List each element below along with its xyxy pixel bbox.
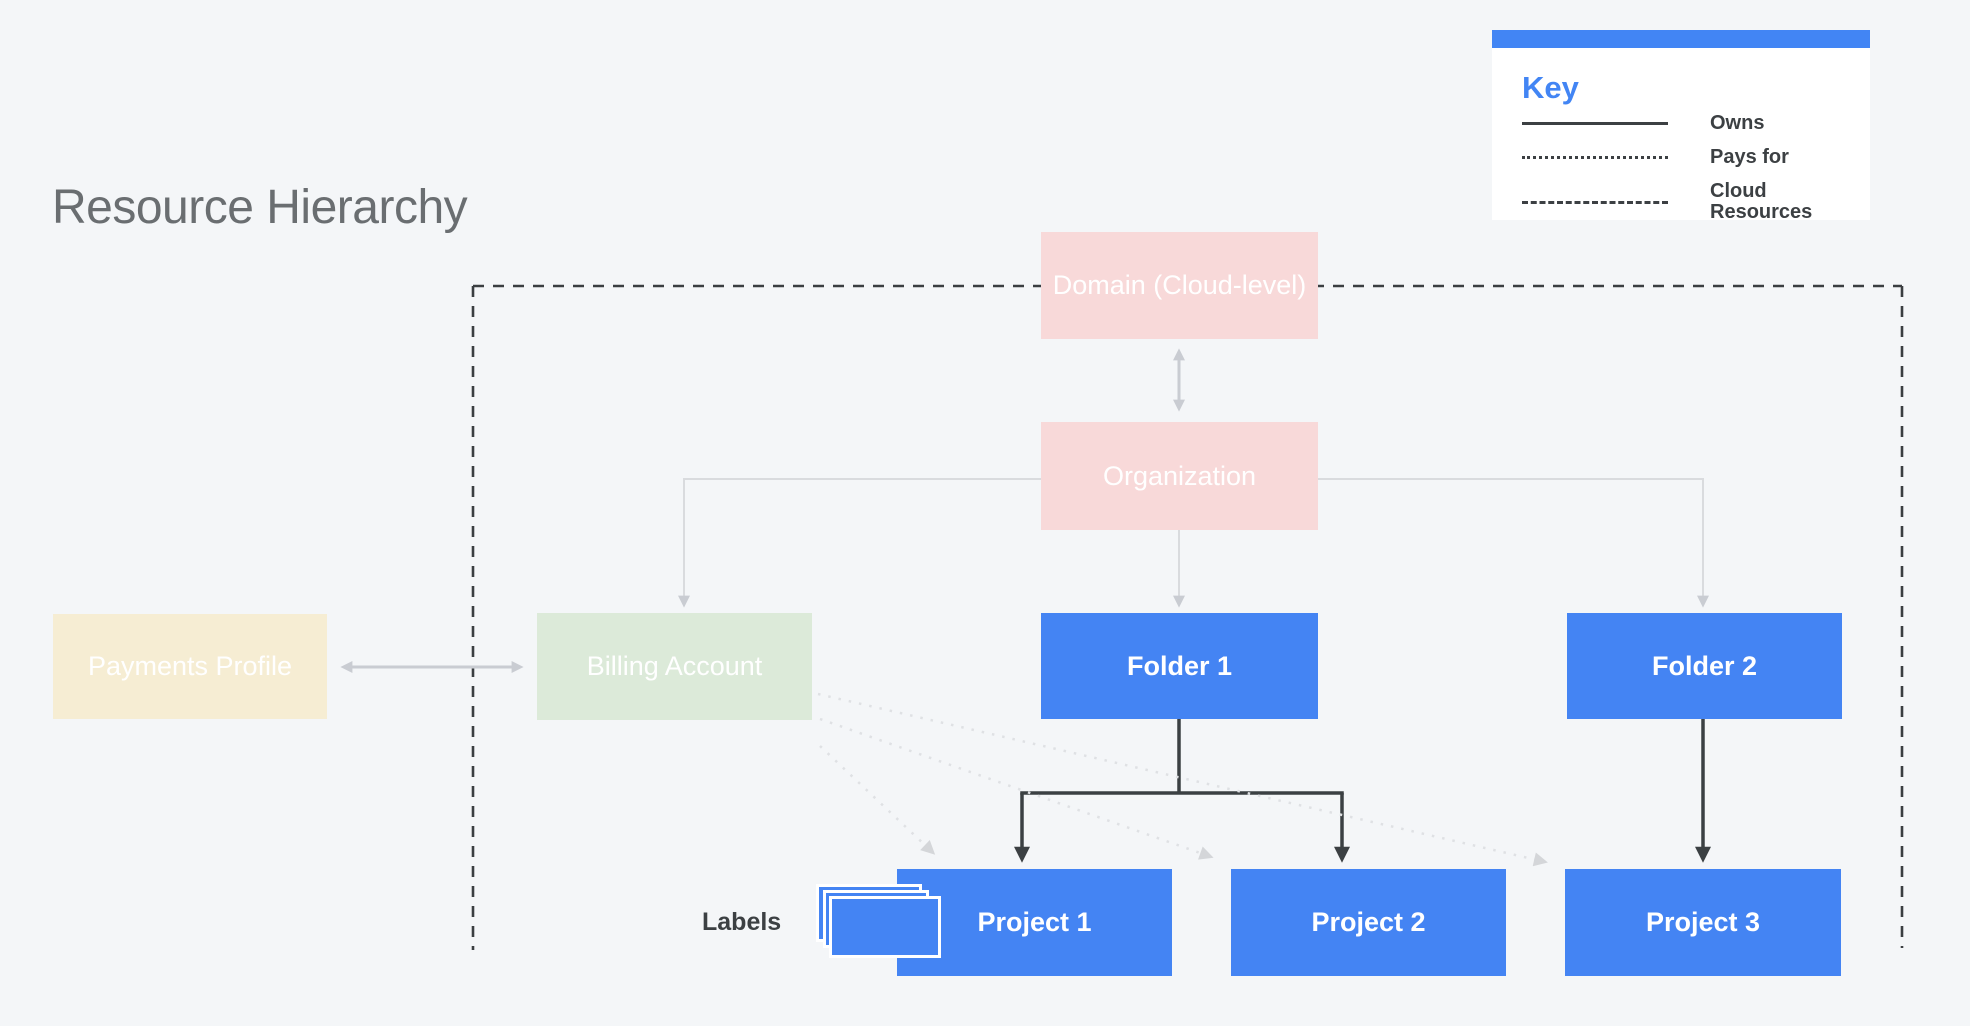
legend-row-pays-for: Pays for [1522,147,1852,168]
billing-project1-paysfor-line [819,745,936,855]
node-project-2: Project 2 [1231,869,1506,976]
node-organization: Organization [1041,422,1318,530]
label-card-front [829,896,941,958]
organization-folder2-connector [1318,478,1709,608]
legend: Key Owns Pays for Cloud Resources [1492,30,1870,223]
dashed-line-icon [1522,200,1668,204]
node-folder-1: Folder 1 [1041,613,1318,719]
node-project-3: Project 3 [1565,869,1841,976]
legend-row-owns: Owns [1522,113,1852,134]
organization-billing-connector [678,478,1041,608]
dotted-line-icon [1522,156,1668,159]
legend-row-cloud-resources: Cloud Resources [1522,181,1852,223]
solid-line-icon [1522,122,1668,125]
page-title: Resource Hierarchy [52,181,468,234]
legend-label-owns: Owns [1710,112,1765,134]
legend-label-pays-for: Pays for [1710,146,1789,168]
labels-caption: Labels [702,908,782,936]
node-billing-account: Billing Account [537,613,812,720]
legend-content: Key Owns Pays for Cloud Resources [1492,48,1870,246]
node-folder-2: Folder 2 [1567,613,1842,719]
node-project-1: Project 1 [897,869,1172,976]
billing-project3-paysfor-line [817,692,1548,867]
legend-accent-bar [1492,30,1870,48]
legend-label-cloud-resources: Cloud Resources [1710,180,1813,223]
labels-stack-icon [816,884,943,960]
legend-title: Key [1522,70,1579,105]
node-payments-profile: Payments Profile [53,614,327,719]
node-domain: Domain (Cloud-level) [1041,232,1318,339]
billing-project2-paysfor-line [819,717,1214,860]
